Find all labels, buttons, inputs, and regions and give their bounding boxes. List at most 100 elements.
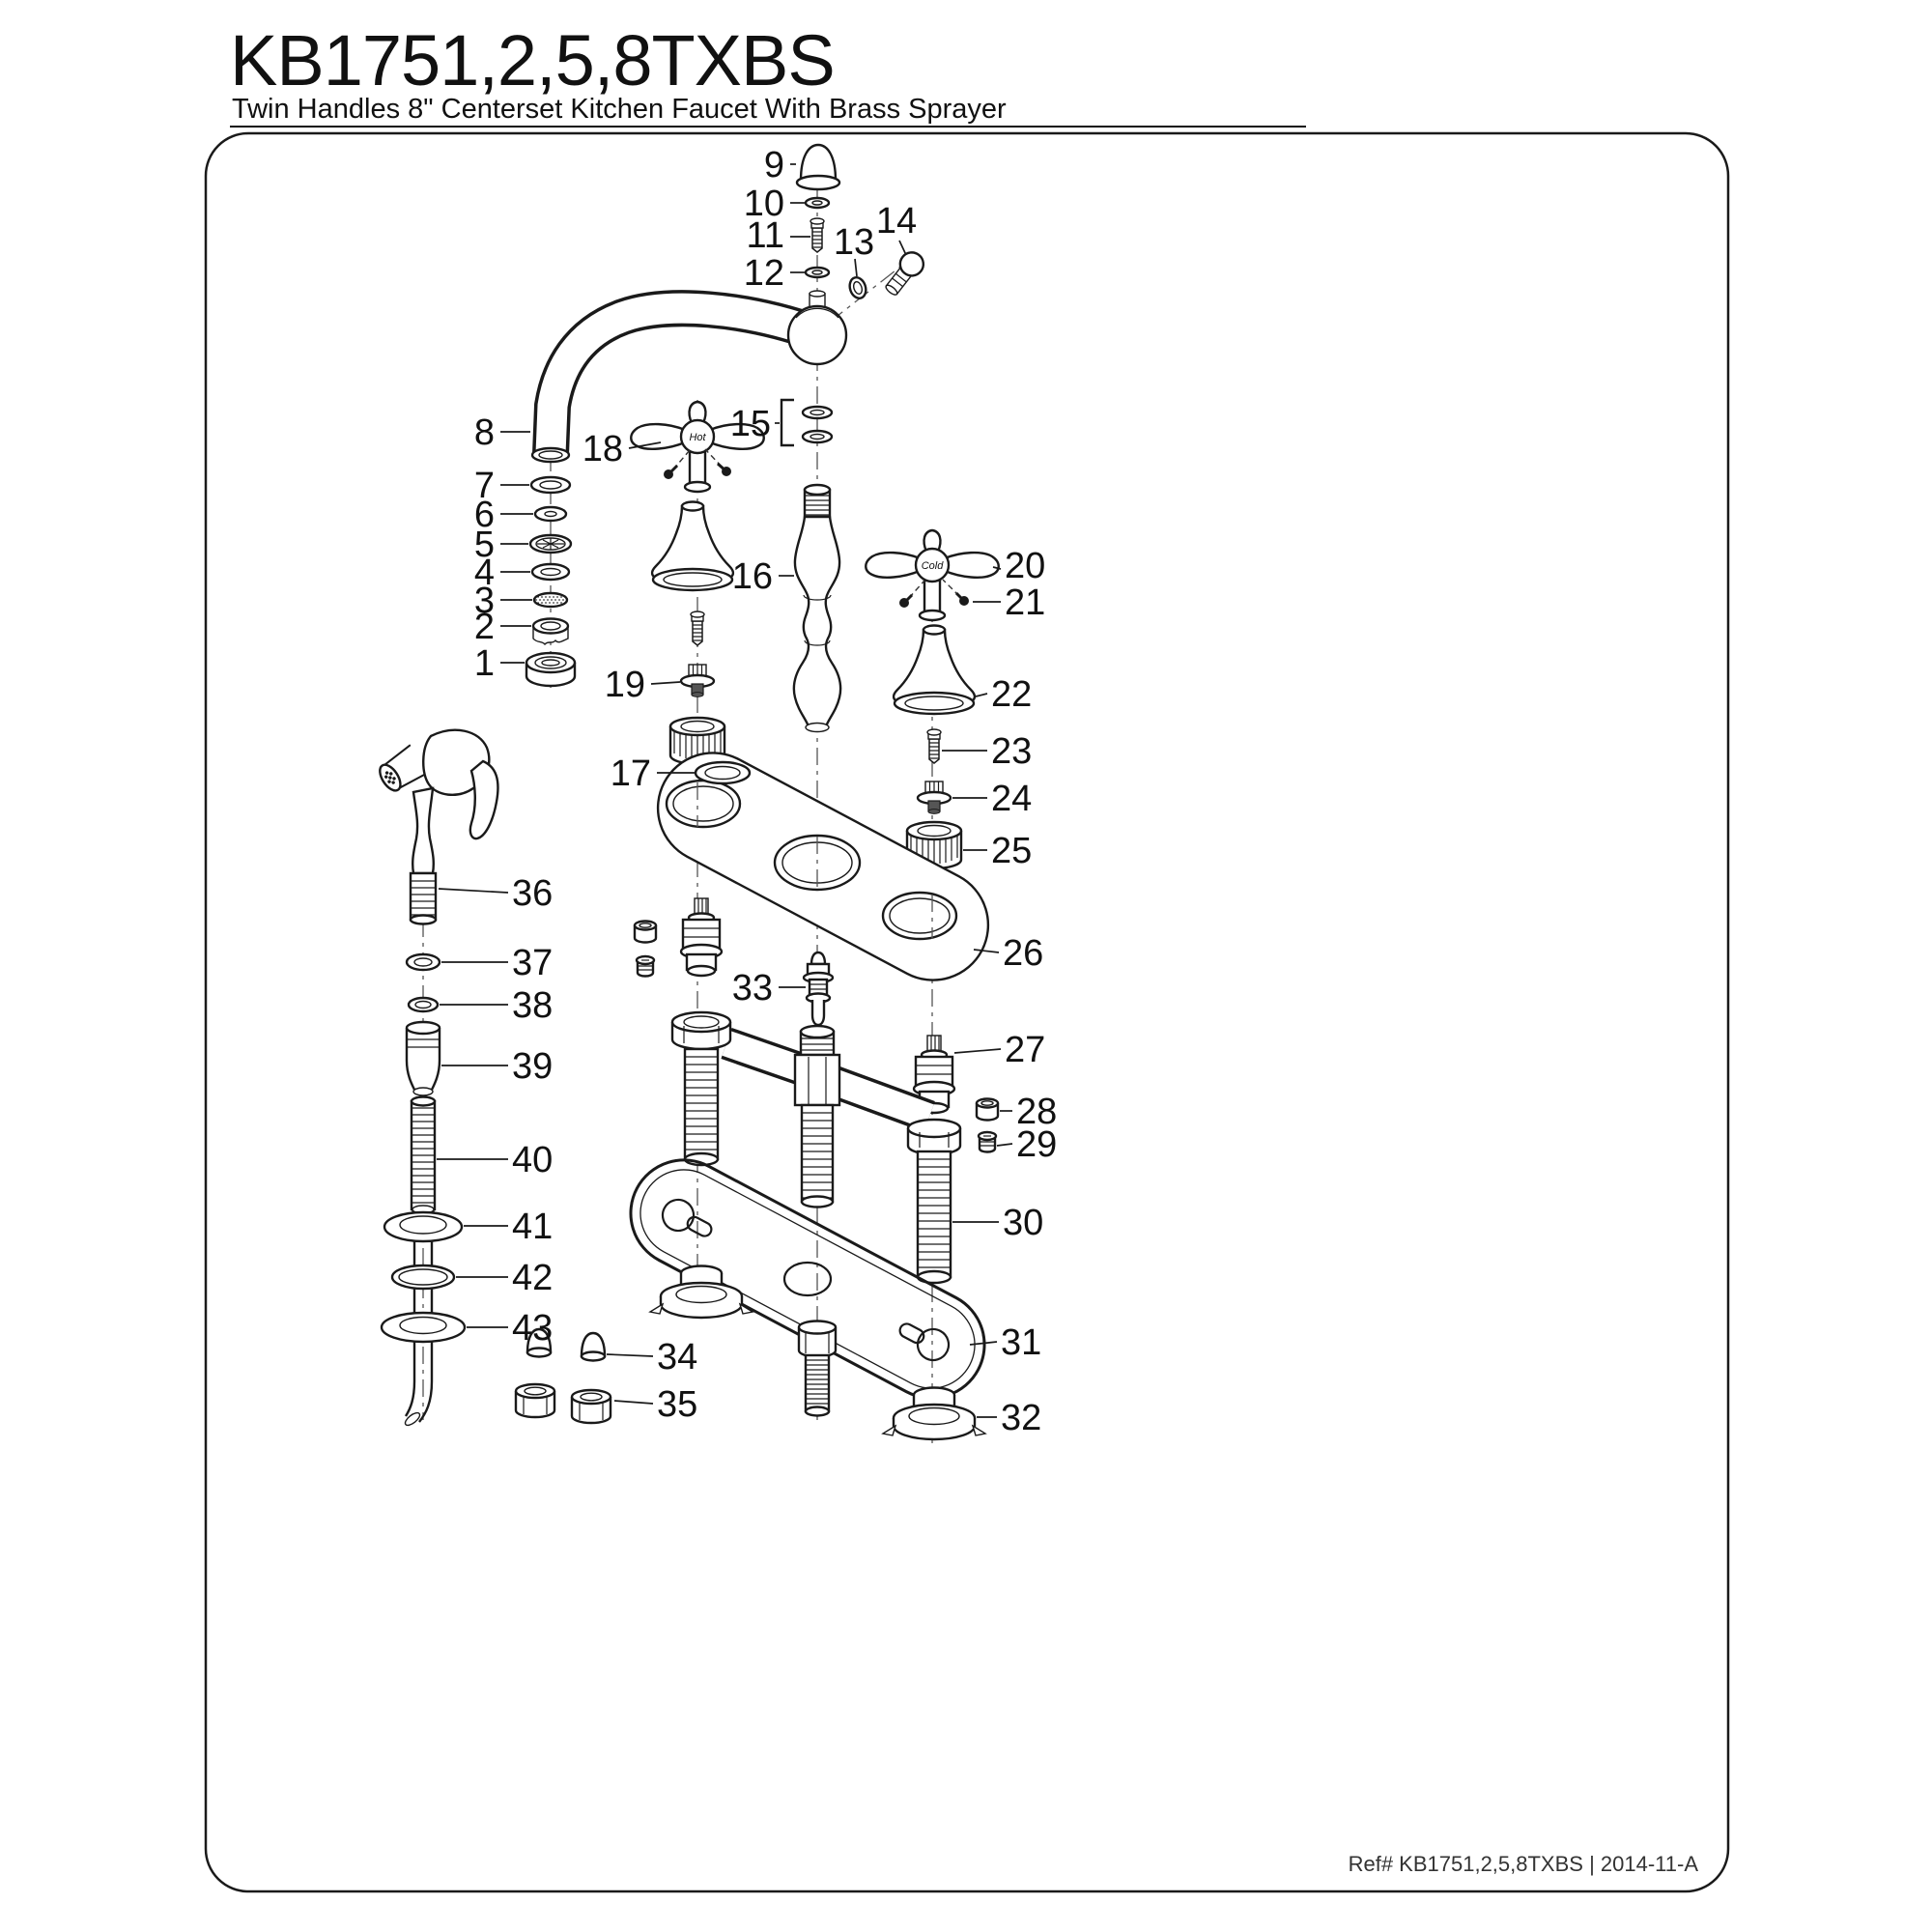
part-17-ring <box>694 760 752 785</box>
part-39-connector <box>405 1020 441 1096</box>
part-12-washer <box>804 266 831 279</box>
hose-connector <box>797 1320 838 1417</box>
part-label-22: 22 <box>991 674 1032 715</box>
handle-hot-label: Hot <box>689 432 706 443</box>
part-label-5: 5 <box>474 525 495 565</box>
leader-line-31 <box>969 1341 998 1346</box>
left-cartridge <box>679 896 724 978</box>
part-label-37: 37 <box>512 943 553 983</box>
center-body <box>793 1024 841 1208</box>
leader-line-14 <box>898 240 907 256</box>
part-label-23: 23 <box>991 731 1032 772</box>
part-label-3: 3 <box>474 581 495 621</box>
part-38-washer <box>407 996 440 1013</box>
spout-ball-joint <box>786 290 848 366</box>
part-label-32: 32 <box>1001 1398 1041 1438</box>
part-label-6: 6 <box>474 495 495 535</box>
part-label-26: 26 <box>1003 933 1043 974</box>
diagram-art: Hot <box>379 143 1000 1449</box>
part-16-column <box>792 483 842 733</box>
part-label-24: 24 <box>991 779 1032 819</box>
part-label-31: 31 <box>1001 1322 1041 1363</box>
part-4-washer <box>530 562 571 582</box>
leader-line-26 <box>973 949 1000 953</box>
left-handle-screw <box>690 611 705 646</box>
part-13-oring <box>848 276 867 299</box>
part-label-14: 14 <box>876 201 917 242</box>
part-28-packing-nut <box>975 1097 1000 1122</box>
part-label-36: 36 <box>512 873 553 914</box>
part-6-washer <box>533 505 568 523</box>
handle-cold-label: Cold <box>922 560 945 572</box>
part-34-caps <box>526 1327 607 1362</box>
part-label-29: 29 <box>1016 1124 1057 1165</box>
part-40-threaded-tube <box>410 1095 437 1211</box>
leader-line-22 <box>975 693 988 697</box>
footer-ref: Ref# KB1751,2,5,8TXBS | 2014-11-A <box>1349 1852 1699 1876</box>
part-20-handle-cold <box>865 528 1000 622</box>
part-label-19: 19 <box>605 665 645 705</box>
part-label-2: 2 <box>474 607 495 647</box>
part-24-stem <box>916 780 952 815</box>
part-19-stem <box>679 663 716 698</box>
part-7-washer <box>529 475 572 495</box>
part-label-17: 17 <box>611 753 651 794</box>
leader-line-18 <box>628 441 662 449</box>
part-8-spout <box>530 290 824 464</box>
leader-line-29 <box>996 1143 1013 1147</box>
part-label-40: 40 <box>512 1140 553 1180</box>
part-label-25: 25 <box>991 831 1032 871</box>
part-label-1: 1 <box>474 643 495 684</box>
part-18-handle-screws <box>664 448 731 479</box>
part-9-handle-cap <box>795 143 841 191</box>
part-35-nuts <box>514 1382 612 1425</box>
part-10-washer <box>804 196 831 210</box>
part-label-21: 21 <box>1005 582 1045 623</box>
part-1-aerator-housing <box>525 651 577 688</box>
part-label-8: 8 <box>474 412 495 453</box>
left-packing-screw <box>635 954 656 978</box>
part-label-16: 16 <box>732 556 773 597</box>
part-26-deck-plate <box>656 752 990 981</box>
part-22-bell <box>892 624 977 716</box>
part-29-packing-screw <box>977 1130 998 1153</box>
part-label-11: 11 <box>747 215 784 256</box>
part-43-flange <box>380 1311 467 1344</box>
part-15-washers <box>780 398 834 447</box>
part-label-15: 15 <box>730 404 771 444</box>
part-label-13: 13 <box>834 222 874 263</box>
left-shank <box>670 1010 732 1167</box>
part-30-shank <box>906 1118 962 1285</box>
page-subtitle: Twin Handles 8" Centerset Kitchen Faucet… <box>232 94 1007 125</box>
part-label-7: 7 <box>474 466 495 506</box>
part-11-screw <box>810 217 825 253</box>
part-41-flange <box>383 1205 464 1243</box>
leader-line-19 <box>650 681 681 685</box>
leader-line-35 <box>613 1400 654 1405</box>
part-labels: 1234567891011121314151617181920212223242… <box>437 145 1057 1438</box>
part-label-20: 20 <box>1005 546 1045 586</box>
part-label-28: 28 <box>1016 1092 1057 1132</box>
part-label-12: 12 <box>744 253 784 294</box>
leader-line-13 <box>854 258 858 277</box>
part-label-18: 18 <box>582 429 623 469</box>
left-handle-bell <box>650 500 735 592</box>
part-label-4: 4 <box>474 553 495 593</box>
part-label-10: 10 <box>744 184 784 224</box>
part-label-38: 38 <box>512 985 553 1026</box>
part-33-diverter-valve <box>802 951 835 1027</box>
part-label-41: 41 <box>512 1207 553 1247</box>
part-label-9: 9 <box>764 145 784 185</box>
leader-line-34 <box>606 1353 654 1357</box>
diagram-border <box>204 131 1730 1893</box>
leader-line-20 <box>992 566 1002 570</box>
part-label-34: 34 <box>657 1337 697 1378</box>
part-label-39: 39 <box>512 1046 553 1087</box>
part-label-35: 35 <box>657 1384 697 1425</box>
part-label-42: 42 <box>512 1258 553 1298</box>
part-label-33: 33 <box>732 968 773 1009</box>
part-14-diverter-tip <box>885 251 925 296</box>
leader-line-36 <box>438 888 509 894</box>
part-23-screw <box>926 728 942 764</box>
